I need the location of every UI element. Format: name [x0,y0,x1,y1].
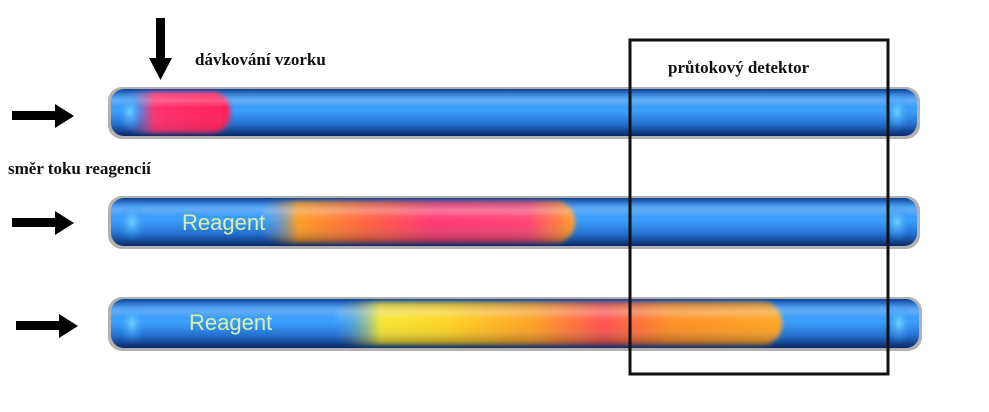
tube-1 [108,87,920,139]
tube-3: Reagent [108,297,922,351]
flow-arrow-2 [12,211,74,235]
flow-arrow-1 [12,104,74,128]
tube-2-reagent-label: Reagent [182,210,265,235]
sample-injection-label: dávkování vzorku [195,50,326,69]
flow-arrow-3 [16,314,78,338]
reagent-flow-direction-label: směr toku reagencií [8,159,151,178]
tube-2: Reagent [108,196,920,249]
tube-3-reagent-label: Reagent [189,310,272,335]
flow-detector-label: průtokový detektor [668,58,810,77]
sample-injection-arrow [149,18,172,80]
flow-detector-box [628,38,890,376]
